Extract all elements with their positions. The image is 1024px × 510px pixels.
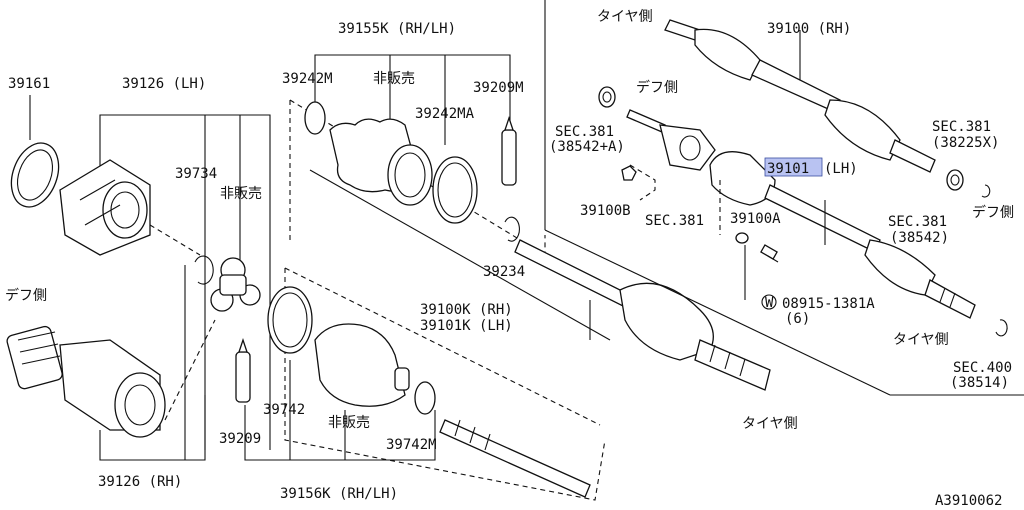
label-39126-rh[interactable]: 39126 (RH) xyxy=(98,474,182,490)
label-bolt-qty: (6) xyxy=(785,311,810,327)
clamp-39242m[interactable] xyxy=(304,101,326,135)
label-39100k[interactable]: 39100K (RH) xyxy=(420,302,513,318)
label-sec400-1[interactable]: SEC.400 xyxy=(953,360,1012,376)
shaft-39101-lh[interactable] xyxy=(709,151,976,319)
label-sec400-2[interactable]: (38514) xyxy=(950,375,1009,391)
label-39101-suffix: (LH) xyxy=(824,161,858,177)
seal-sec381-c[interactable] xyxy=(946,169,964,191)
spider-joint[interactable] xyxy=(210,257,261,312)
bolt-08915[interactable] xyxy=(760,244,779,263)
clamp-39742m[interactable] xyxy=(414,381,436,415)
label-39101k[interactable]: 39101K (LH) xyxy=(420,318,513,334)
label-39242m[interactable]: 39242M xyxy=(282,71,333,87)
label-sec381-c-2[interactable]: (38542) xyxy=(890,230,949,246)
label-39100b[interactable]: 39100B xyxy=(580,203,631,219)
center-assembly xyxy=(235,54,771,501)
label-taiya-mid: タイヤ側 xyxy=(893,332,949,348)
label-39209[interactable]: 39209 xyxy=(219,431,261,447)
label-defu-left: デフ側 xyxy=(5,287,47,304)
grease-39209[interactable] xyxy=(235,337,251,403)
flange-bearing[interactable] xyxy=(626,109,716,171)
label-hihanbai-1: 非販売 xyxy=(220,186,262,202)
clamp-39742[interactable] xyxy=(267,286,313,354)
label-39742m[interactable]: 39742M xyxy=(386,437,437,453)
label-39734[interactable]: 39734 xyxy=(175,166,217,182)
label-39742[interactable]: 39742 xyxy=(263,402,305,418)
boot-39156k[interactable] xyxy=(314,323,410,407)
label-39155k[interactable]: 39155K (RH/LH) xyxy=(338,21,456,37)
label-sec381-x-2[interactable]: (38225X) xyxy=(932,135,999,151)
label-sec381-c-1[interactable]: SEC.381 xyxy=(888,214,947,230)
washer-39100a[interactable] xyxy=(735,232,749,244)
label-39161[interactable]: 39161 xyxy=(8,76,50,92)
label-sec381-a-2[interactable]: (38542+A) xyxy=(549,139,625,155)
label-bolt-num[interactable]: 08915-1381A xyxy=(782,296,875,312)
circlip-right[interactable] xyxy=(981,184,991,198)
label-39126-lh[interactable]: 39126 (LH) xyxy=(122,76,206,92)
seal-sec381-a[interactable] xyxy=(598,86,616,108)
housing-39126-lh[interactable] xyxy=(59,159,151,256)
snap-ring-39234[interactable] xyxy=(504,216,520,242)
label-39100a[interactable]: 39100A xyxy=(730,211,781,227)
label-39156k[interactable]: 39156K (RH/LH) xyxy=(280,486,398,502)
label-sec381-b[interactable]: SEC.381 xyxy=(645,213,704,229)
callout-labels: 39161 39126 (LH) 39734 非販売 デフ側 39126 (RH… xyxy=(5,9,1014,509)
label-defu-mid: デフ側 xyxy=(636,79,678,96)
label-hihanbai-2: 非販売 xyxy=(373,71,415,87)
label-sec381-x-1[interactable]: SEC.381 xyxy=(932,119,991,135)
highlight-39101 xyxy=(764,157,823,177)
label-taiya-top: タイヤ側 xyxy=(597,9,653,25)
grease-39209m[interactable] xyxy=(501,115,517,186)
shaft-39100k[interactable] xyxy=(514,239,771,391)
label-39234[interactable]: 39234 xyxy=(483,264,525,280)
shaft-39100-rh[interactable] xyxy=(664,19,936,173)
label-39209m[interactable]: 39209M xyxy=(473,80,524,96)
ring-39161[interactable] xyxy=(3,136,67,213)
right-assembly xyxy=(544,0,1024,396)
housing-39126-rh[interactable] xyxy=(6,325,166,438)
label-diagram-code: A3910062 xyxy=(935,493,1002,509)
left-assembly xyxy=(3,95,271,461)
boot-39155k[interactable] xyxy=(329,118,433,206)
label-bolt-w: W xyxy=(765,295,774,311)
label-39100-rh[interactable]: 39100 (RH) xyxy=(767,21,851,37)
nut-39100b[interactable] xyxy=(621,165,637,181)
inner-shaft[interactable] xyxy=(439,419,591,498)
label-sec381-a-1[interactable]: SEC.381 xyxy=(555,124,614,140)
label-defu-right: デフ側 xyxy=(972,204,1014,221)
clamp-39242ma[interactable] xyxy=(432,156,478,224)
snap-ring-39734[interactable] xyxy=(194,255,214,285)
label-taiya-bottom: タイヤ側 xyxy=(742,416,798,432)
circlip-sec400[interactable] xyxy=(995,319,1008,337)
washer-symbol xyxy=(761,294,777,310)
label-39242ma[interactable]: 39242MA xyxy=(415,106,475,122)
label-hihanbai-3: 非販売 xyxy=(328,415,370,431)
label-39101[interactable]: 39101 xyxy=(767,161,809,177)
